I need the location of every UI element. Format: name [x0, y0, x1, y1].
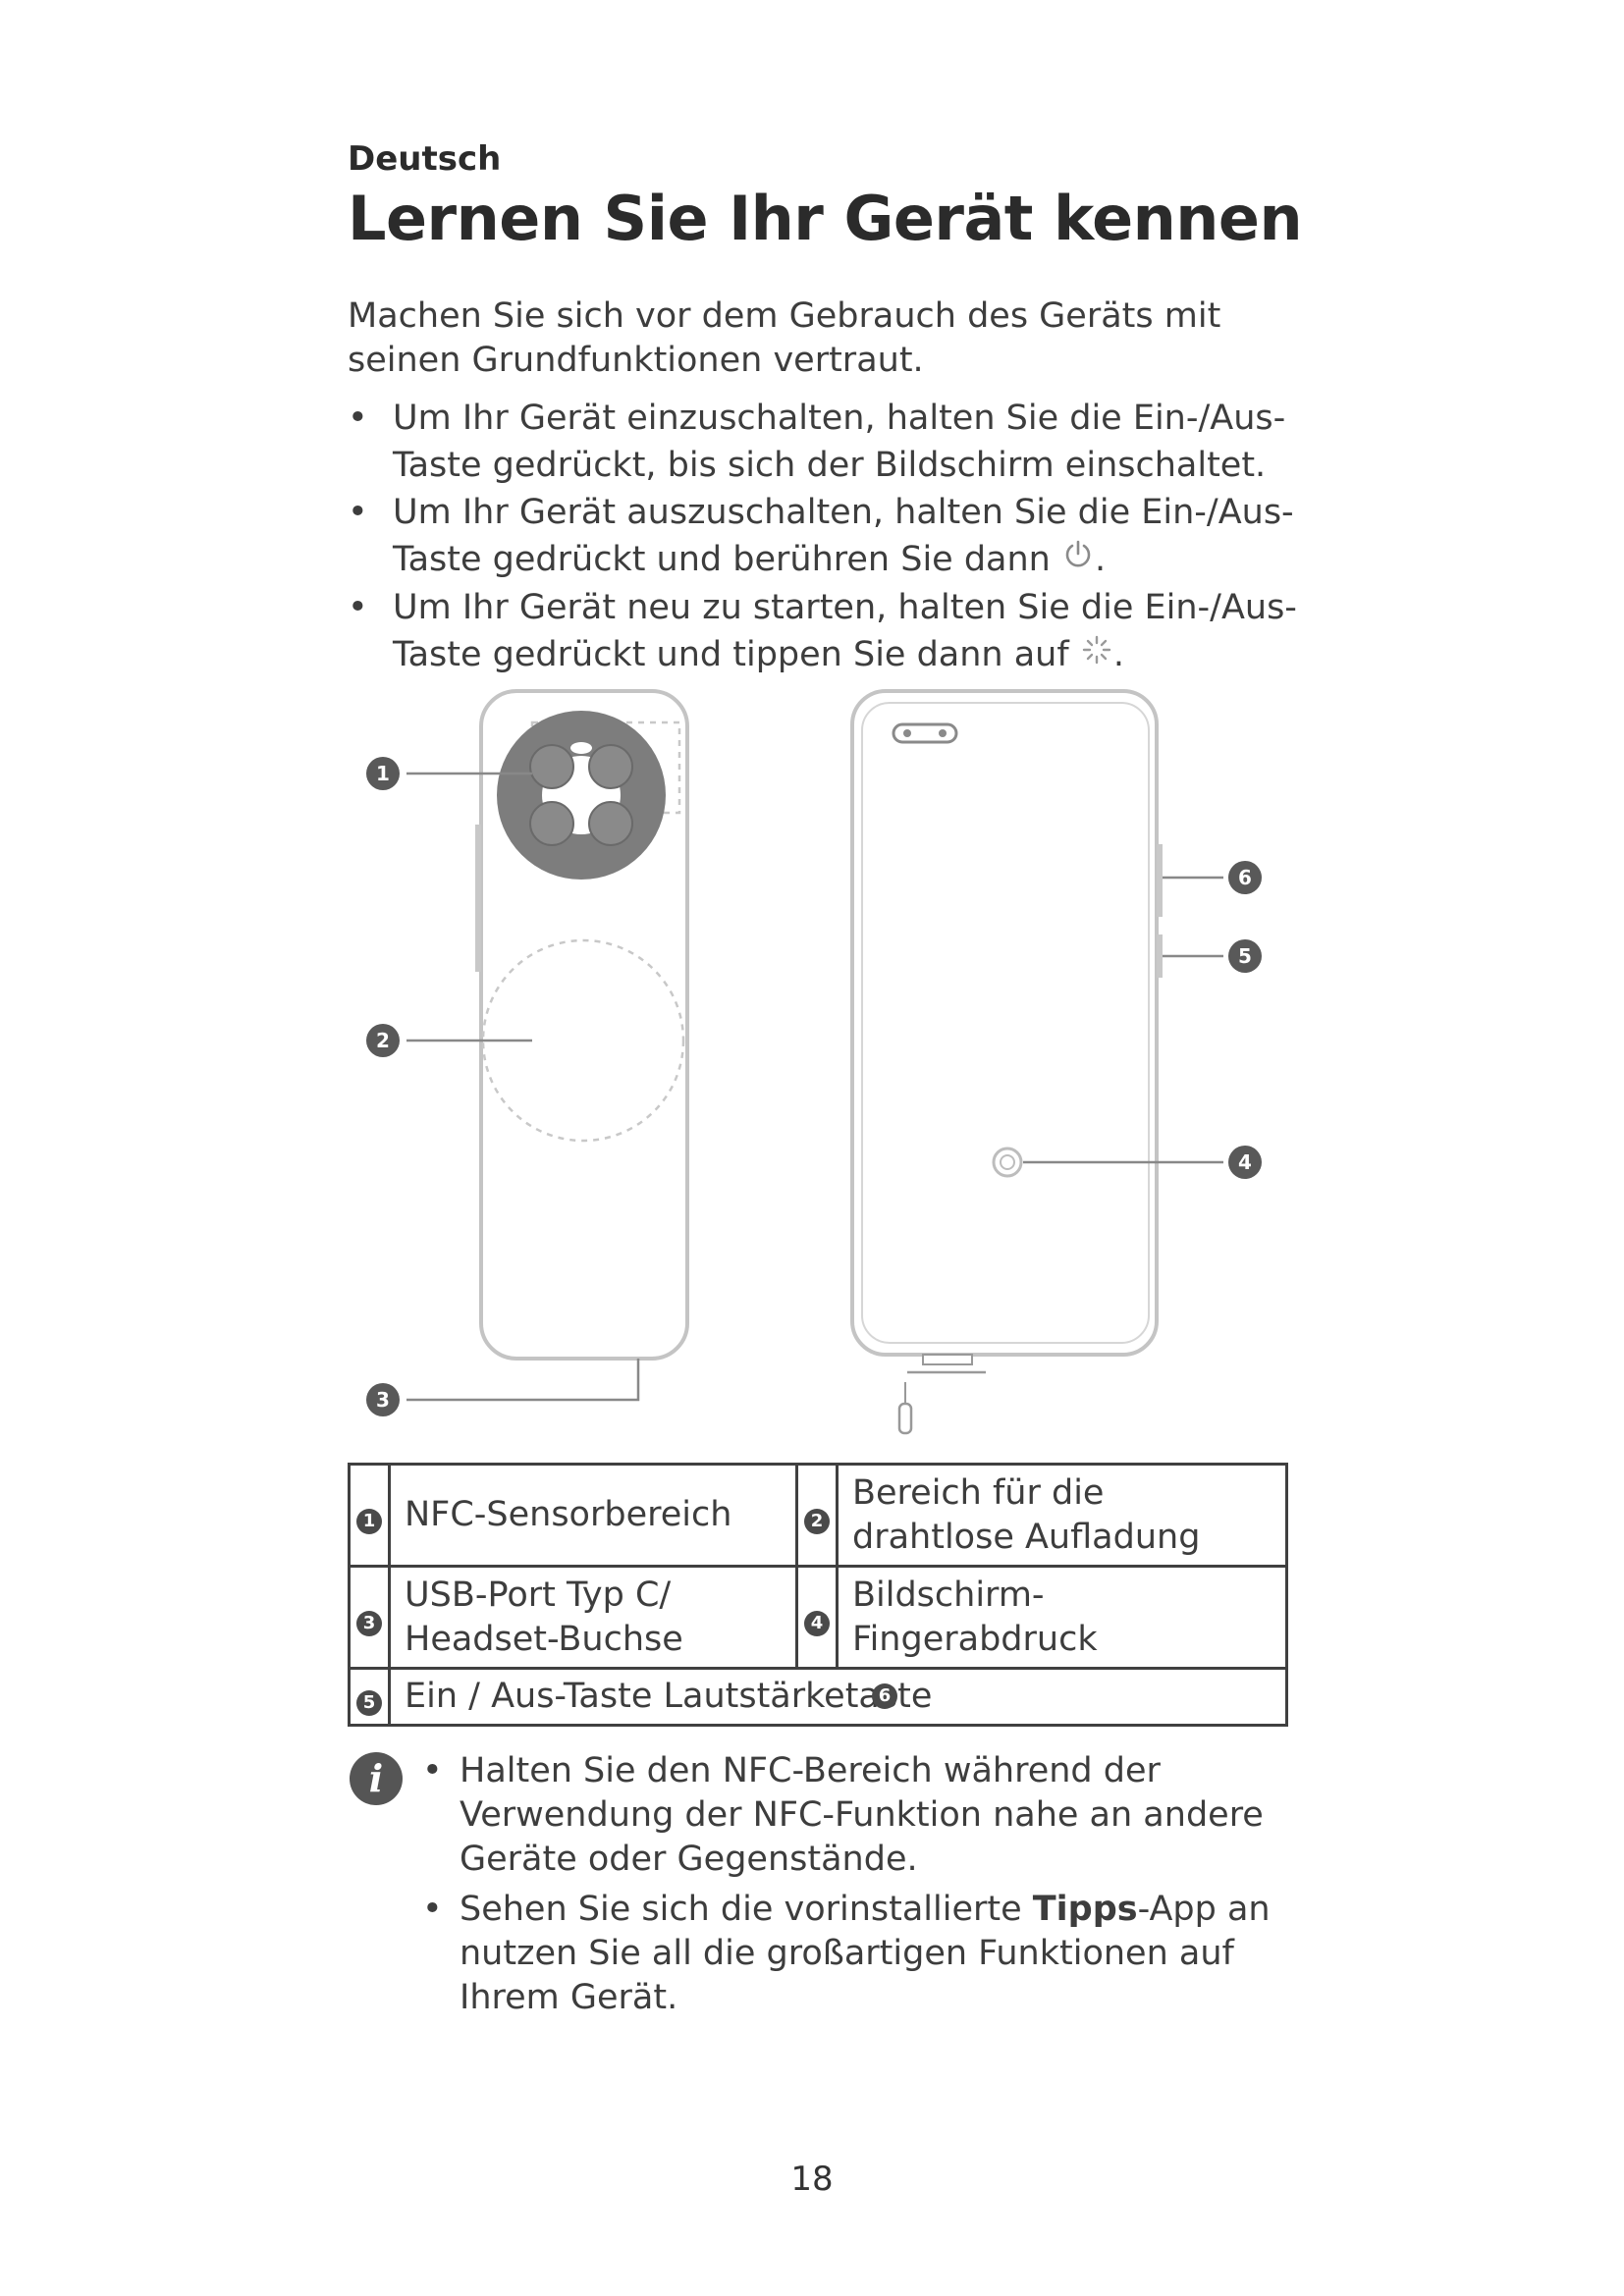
legend-number: 1: [348, 1463, 391, 1568]
legend-label: Ein / Aus-Taste Lautstärketaste 6: [388, 1667, 1288, 1727]
note-text: Sehen Sie sich die vorinstallierte: [460, 1890, 1033, 1929]
bullet-mark: •: [422, 1751, 443, 1790]
callout-5: 5: [1228, 939, 1262, 973]
svg-text:6: 6: [1238, 866, 1252, 889]
legend-number: 5: [348, 1667, 391, 1727]
page-number: 18: [790, 2160, 834, 2199]
callout-6: 6: [1228, 861, 1262, 894]
instruction-suffix: .: [1112, 635, 1124, 674]
bullet-mark: •: [348, 399, 368, 438]
legend-number: 4: [795, 1565, 839, 1670]
tips-app-name: Tipps: [1032, 1890, 1138, 1929]
svg-text:3: 3: [376, 1388, 390, 1412]
power-icon: [1061, 537, 1095, 584]
svg-text:4: 4: [1238, 1150, 1252, 1174]
number-badge: 4: [804, 1610, 830, 1636]
number-badge: 6: [872, 1683, 897, 1709]
note-tips: • Sehen Sie sich die vorinstallierte Tip…: [422, 1888, 1306, 2020]
legend-text: NFC-Sensorbereich: [405, 1495, 732, 1534]
restart-icon: [1080, 632, 1113, 679]
legend-label: USB-Port Typ C/ Headset-Buchse: [388, 1565, 798, 1670]
instruction-list: • Um Ihr Gerät einzuschalten, halten Sie…: [348, 395, 1329, 679]
instruction-suffix: .: [1095, 540, 1107, 579]
table-row: 1 NFC-Sensorbereich 2 Bereich für die dr…: [348, 1463, 1288, 1568]
number-badge: 5: [356, 1689, 382, 1716]
instruction-restart: • Um Ihr Gerät neu zu starten, halten Si…: [348, 584, 1329, 679]
phone-front-view: [850, 689, 1223, 1435]
note-text: Halten Sie den NFC-Bereich während der V…: [460, 1751, 1264, 1879]
legend-number: 2: [795, 1463, 839, 1568]
instruction-power-on: • Um Ihr Gerät einzuschalten, halten Sie…: [348, 395, 1329, 489]
callout-4: 4: [1228, 1146, 1262, 1179]
front-camera: [892, 722, 958, 744]
legend-number: 3: [348, 1565, 391, 1670]
callout-2: 2: [366, 1024, 400, 1057]
bullet-mark: •: [348, 588, 368, 627]
device-illustration: 1 2 3 4 5 6: [366, 689, 1262, 1435]
legend-text: Headset-Buchse: [405, 1619, 683, 1659]
fingerprint-area: [992, 1147, 1023, 1178]
instruction-power-off: • Um Ihr Gerät auszuschalten, halten Sie…: [348, 489, 1329, 584]
legend-text: drahtlose Aufladung: [852, 1517, 1201, 1557]
legend-label: Bildschirm- Fingerabdruck: [836, 1565, 1288, 1670]
legend-text: Fingerabdruck: [852, 1619, 1098, 1659]
callout-1: 1: [366, 757, 400, 790]
svg-text:2: 2: [376, 1029, 390, 1052]
table-row: 5 Ein / Aus-Taste Lautstärketaste 6: [348, 1667, 1288, 1727]
info-icon: i: [350, 1752, 403, 1805]
number-badge: 3: [356, 1610, 382, 1636]
svg-text:1: 1: [376, 762, 390, 785]
notes-list: • Halten Sie den NFC-Bereich während der…: [422, 1749, 1306, 2020]
phone-back-view: [406, 689, 689, 1402]
bullet-mark: •: [422, 1890, 443, 1929]
wireless-charging-area: [481, 938, 685, 1143]
legend-text: Bereich für die: [852, 1472, 1105, 1513]
note-text: -App an nutzen Sie all die großartigen F…: [460, 1890, 1271, 2017]
instruction-text: Um Ihr Gerät auszuschalten, halten Sie d…: [393, 493, 1294, 579]
section-label: Deutsch: [348, 139, 502, 179]
svg-text:5: 5: [1238, 944, 1252, 968]
legend-text: Ein / Aus-Taste Lautstärketaste: [405, 1677, 933, 1716]
legend-text: Bildschirm-: [852, 1575, 1045, 1615]
bullet-mark: •: [348, 493, 368, 532]
parts-legend-table: 1 NFC-Sensorbereich 2 Bereich für die dr…: [348, 1463, 1288, 1727]
callout-3: 3: [366, 1383, 400, 1416]
page-title: Lernen Sie Ihr Gerät kennen: [348, 183, 1303, 254]
legend-text: USB-Port Typ C/: [405, 1575, 672, 1615]
instruction-text: Um Ihr Gerät neu zu starten, halten Sie …: [393, 588, 1297, 674]
legend-label: NFC-Sensorbereich: [388, 1463, 798, 1568]
number-badge: 1: [356, 1508, 382, 1534]
legend-label: Bereich für die drahtlose Aufladung: [836, 1463, 1288, 1568]
table-row: 3 USB-Port Typ C/ Headset-Buchse 4 Bilds…: [348, 1565, 1288, 1670]
intro-paragraph: Machen Sie sich vor dem Gebrauch des Ger…: [348, 296, 1221, 380]
number-badge: 2: [804, 1508, 830, 1534]
note-nfc: • Halten Sie den NFC-Bereich während der…: [422, 1749, 1306, 1882]
instruction-text: Um Ihr Gerät einzuschalten, halten Sie d…: [393, 399, 1286, 485]
